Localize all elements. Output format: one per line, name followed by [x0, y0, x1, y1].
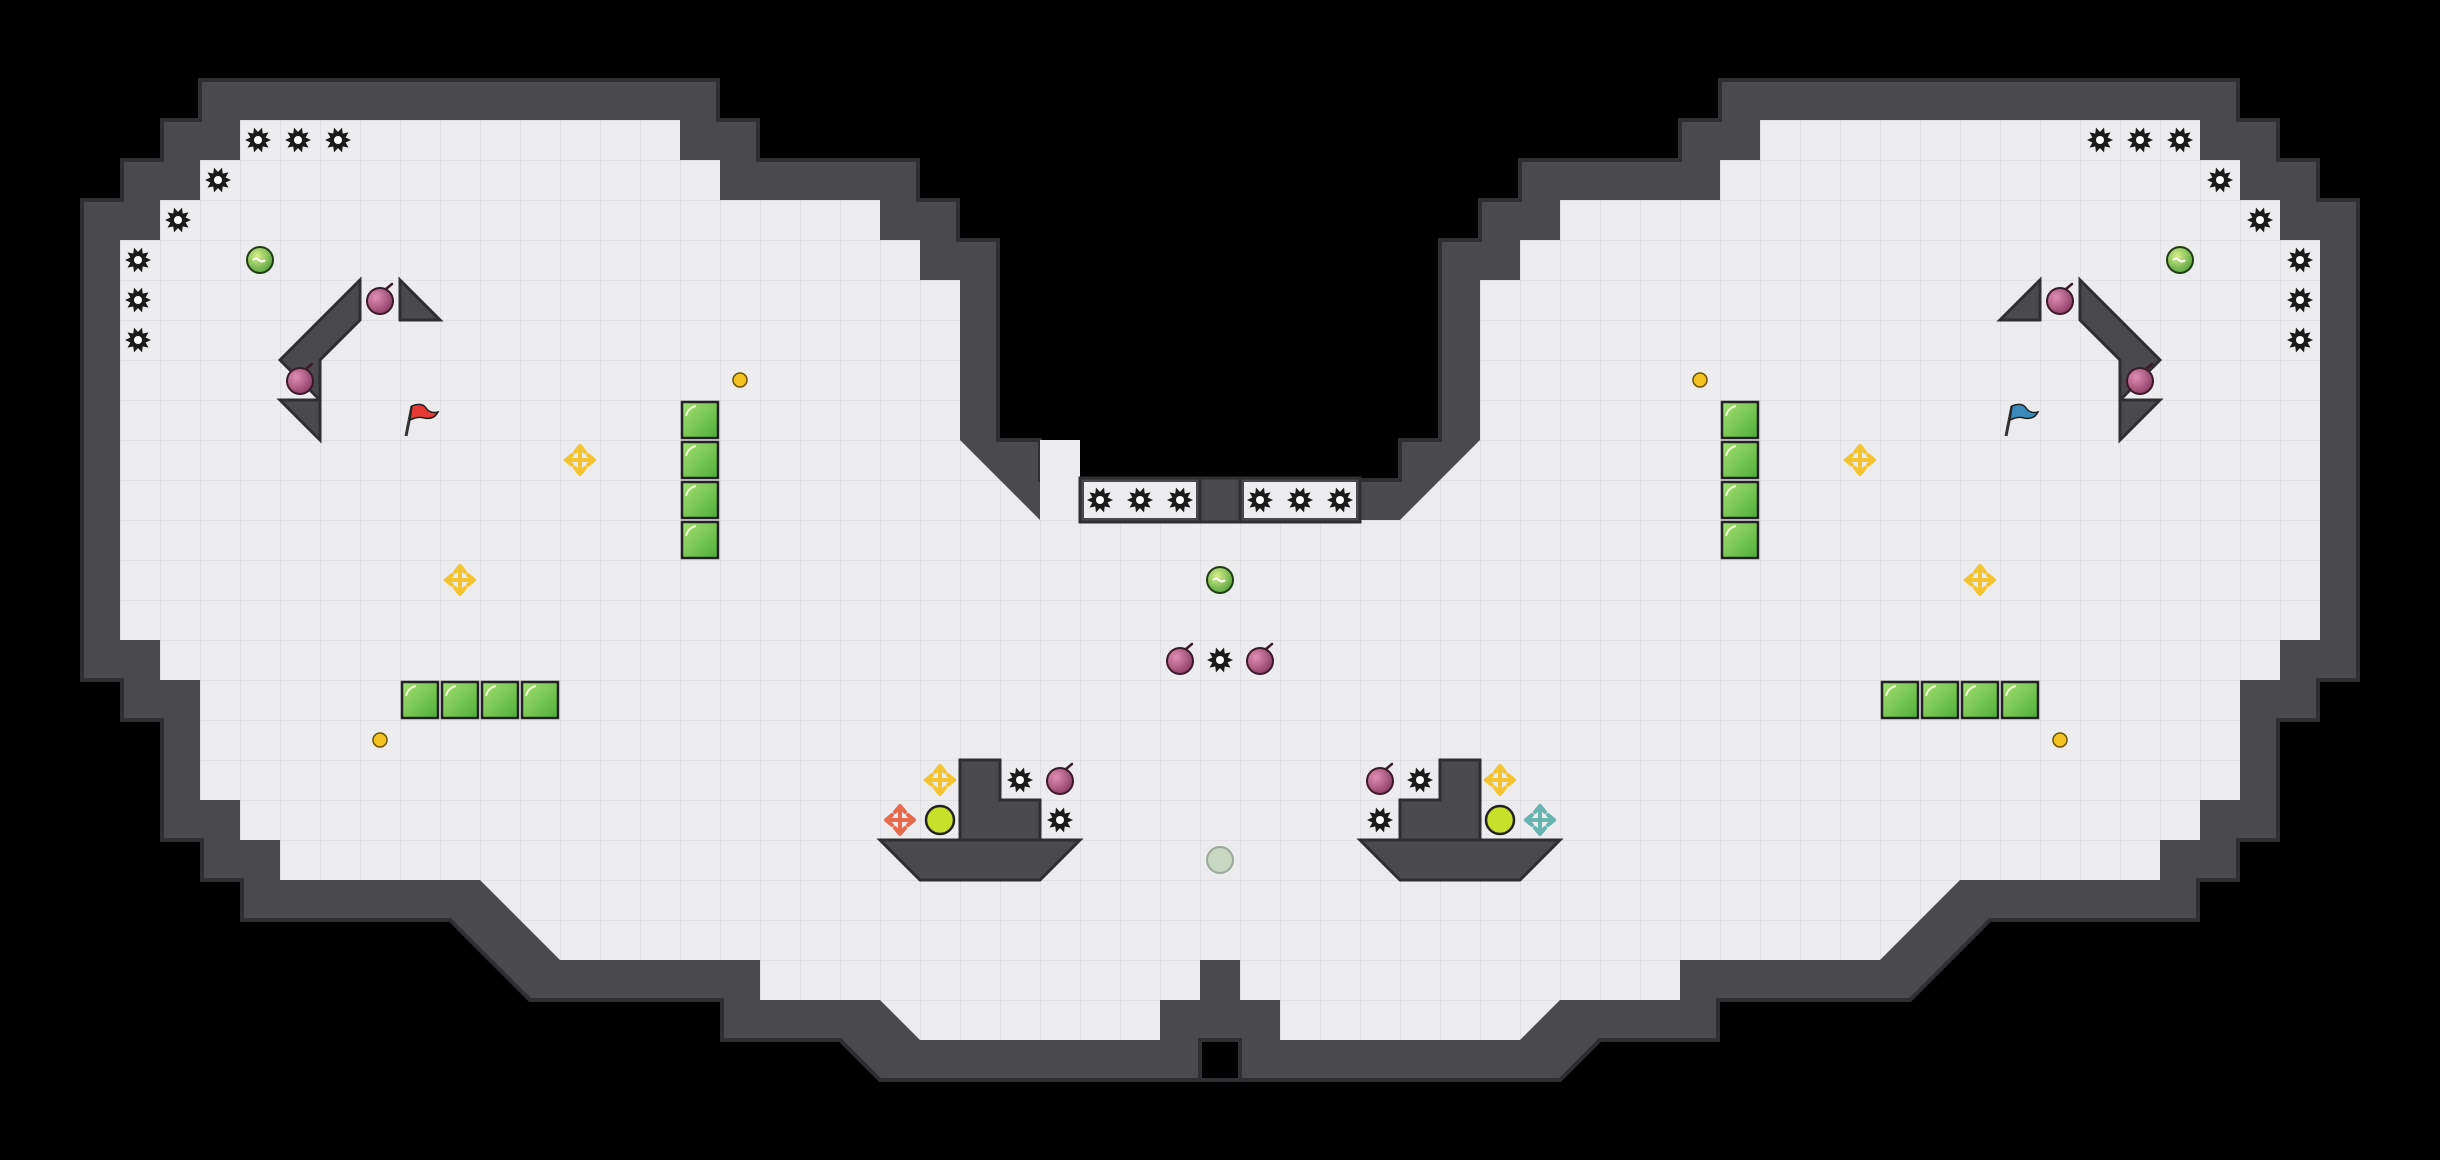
spike-icon	[2207, 167, 2233, 193]
spike-icon	[1247, 487, 1273, 513]
spike-icon	[2287, 327, 2313, 353]
button-icon	[2052, 732, 2068, 748]
bomb-icon	[2126, 362, 2154, 395]
powerup-icon	[1206, 566, 1234, 594]
boost-icon	[1964, 564, 1996, 596]
spike-icon	[2247, 207, 2273, 233]
spike-icon	[2127, 127, 2153, 153]
center-top-structure	[1078, 476, 1362, 524]
portal-icon	[924, 804, 956, 836]
blue-boost-icon	[1524, 804, 1556, 836]
gate-tile	[680, 400, 720, 440]
boost-icon	[924, 764, 956, 796]
spike-icon	[325, 127, 351, 153]
portal-icon	[1484, 804, 1516, 836]
gate-tile	[400, 680, 440, 720]
spike-icon	[125, 247, 151, 273]
spike-icon	[1167, 487, 1193, 513]
red-boost-icon	[884, 804, 916, 836]
spike-icon	[1367, 807, 1393, 833]
spike-icon	[2287, 247, 2313, 273]
bomb-icon	[1246, 642, 1274, 675]
gate-tile	[1720, 440, 1760, 480]
blue-bottom-bumper	[1356, 758, 1564, 882]
gate-tile	[680, 520, 720, 560]
gate-tile	[1720, 400, 1760, 440]
button-icon	[1692, 372, 1708, 388]
spike-icon	[245, 127, 271, 153]
bomb-icon	[366, 282, 394, 315]
spike-icon	[1127, 487, 1153, 513]
powerup-icon	[2166, 246, 2194, 274]
bomb-icon	[2046, 282, 2074, 315]
spike-icon	[1287, 487, 1313, 513]
bomb-icon	[1166, 642, 1194, 675]
gate-tile	[680, 480, 720, 520]
gate-tile	[1880, 680, 1920, 720]
blue-diagonal-wall-3	[2118, 398, 2164, 444]
boost-icon	[1484, 764, 1516, 796]
red-diagonal-wall-2	[398, 276, 444, 322]
spike-icon	[2287, 287, 2313, 313]
button-icon	[732, 372, 748, 388]
spike-icon	[205, 167, 231, 193]
bomb-icon	[1046, 762, 1074, 795]
gate-tile	[1920, 680, 1960, 720]
boost-icon	[1844, 444, 1876, 476]
spike-icon	[1207, 647, 1233, 673]
gate-tile	[480, 680, 520, 720]
spike-icon	[1007, 767, 1033, 793]
gate-tile	[680, 440, 720, 480]
entity-layer	[125, 127, 2313, 874]
bomb-icon	[286, 362, 314, 395]
spike-icon	[1047, 807, 1073, 833]
gate-tile	[2000, 680, 2040, 720]
gate-tile	[520, 680, 560, 720]
blue-flag-icon	[2004, 403, 2040, 437]
spike-icon	[165, 207, 191, 233]
red-bottom-bumper	[876, 758, 1084, 882]
boost-icon	[444, 564, 476, 596]
spike-icon	[125, 327, 151, 353]
spike-icon	[1327, 487, 1353, 513]
gate-tile	[1960, 680, 2000, 720]
red-flag-icon	[404, 403, 440, 437]
spike-icon	[2167, 127, 2193, 153]
spike-icon	[1407, 767, 1433, 793]
red-diagonal-wall-3	[276, 398, 322, 444]
boost-icon	[564, 444, 596, 476]
gate-tile	[1720, 520, 1760, 560]
spike-icon	[125, 287, 151, 313]
button-icon	[372, 732, 388, 748]
spike-icon	[2087, 127, 2113, 153]
gate-tile	[440, 680, 480, 720]
spike-icon	[285, 127, 311, 153]
bomb-icon	[1366, 762, 1394, 795]
spawn-marker-icon	[1206, 846, 1234, 874]
spike-icon	[1087, 487, 1113, 513]
gate-tile	[1720, 480, 1760, 520]
powerup-icon	[246, 246, 274, 274]
blue-diagonal-wall-2	[1996, 276, 2042, 322]
